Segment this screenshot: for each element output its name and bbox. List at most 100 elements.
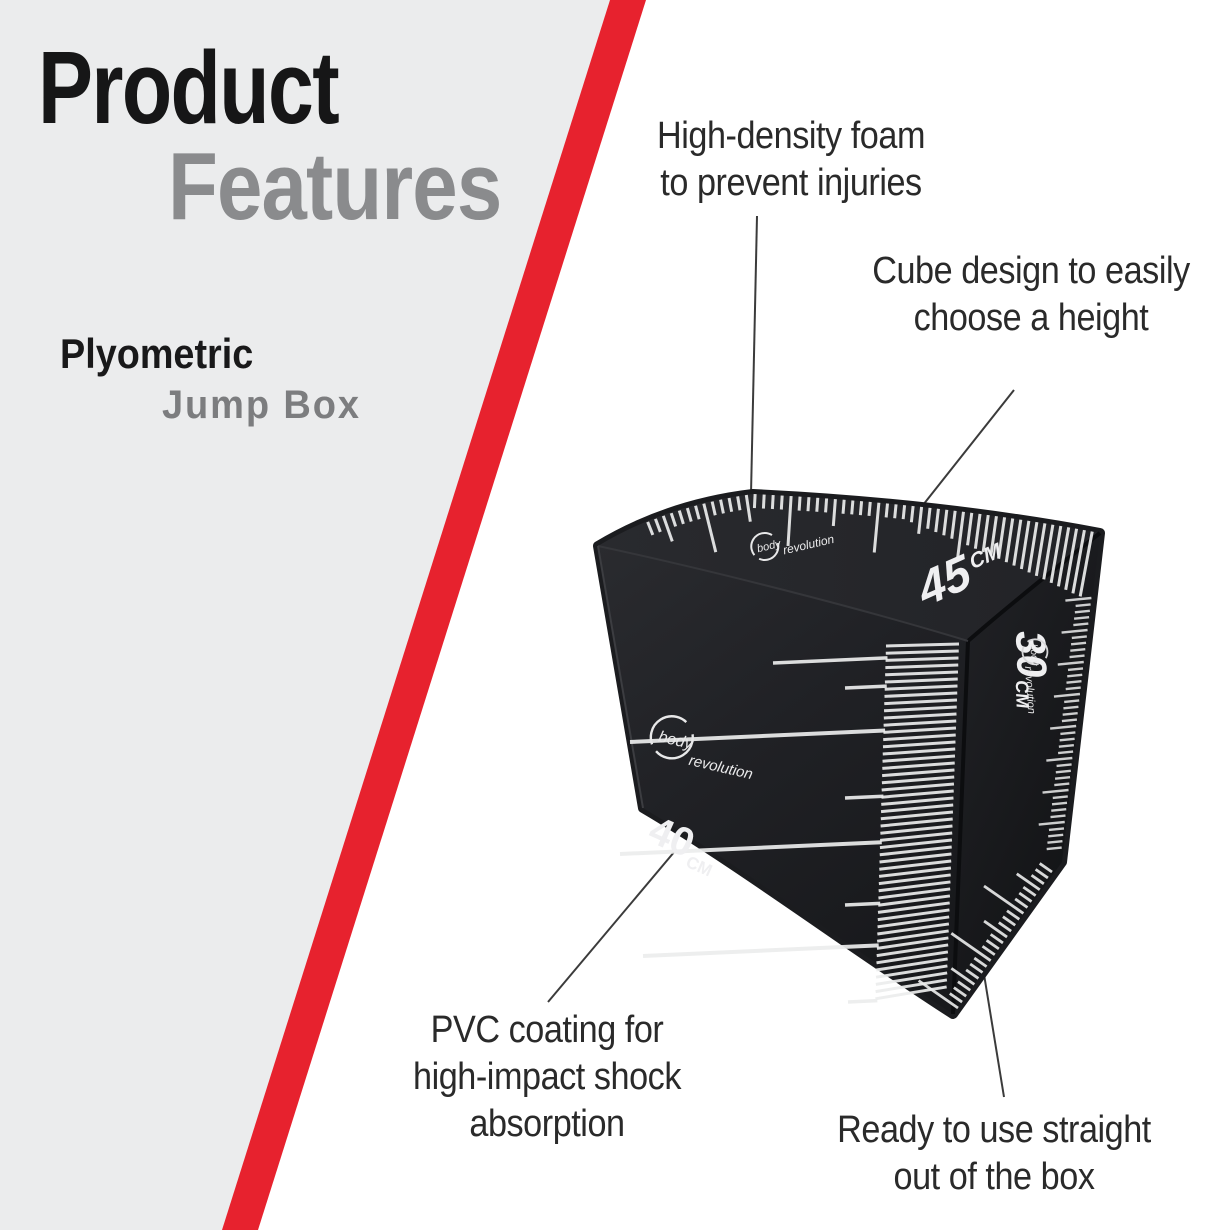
ruler-tick	[815, 497, 820, 512]
ruler-tick	[875, 964, 948, 979]
ruler-tick	[879, 845, 952, 857]
ruler-tick	[883, 712, 957, 720]
ruler-tick	[880, 810, 954, 821]
ruler-tick	[876, 936, 949, 950]
ruler-tick	[752, 494, 757, 509]
label-30-unit: CM	[1012, 679, 1033, 709]
ruler-tick	[1067, 667, 1084, 672]
box-front-face	[598, 546, 968, 1014]
ruler-tick	[1073, 616, 1090, 620]
brand-circle-icon	[750, 531, 780, 561]
ruler-tick	[880, 831, 953, 842]
ruler-tick	[983, 919, 1008, 939]
ruler-tick	[831, 498, 837, 527]
callout-pvc-line3: absorption	[469, 1103, 625, 1145]
ruler-tick	[934, 508, 940, 533]
ruler-tick	[1071, 635, 1087, 640]
ruler-tick	[965, 968, 980, 980]
ruler-tick	[1070, 648, 1086, 652]
ruler-tick	[727, 497, 734, 513]
ruler-tick	[1038, 820, 1065, 826]
callout-cube: Cube design to easily choose a height	[797, 248, 1214, 342]
ruler-tick	[744, 494, 752, 522]
ruler-tick	[1012, 519, 1023, 566]
page-title-word2: Features	[168, 133, 502, 240]
ruler-tick	[1057, 660, 1084, 666]
box-top-front-fold	[597, 545, 969, 642]
right-edge-ruler	[1038, 596, 1092, 851]
ruler-tick	[1071, 529, 1086, 594]
ruler-tick	[1056, 527, 1071, 587]
ruler-tick	[847, 998, 878, 1004]
ruler-tick	[867, 501, 872, 517]
brand-word-body: body	[1027, 644, 1040, 667]
ruler-tick	[858, 501, 864, 516]
ruler-tick	[786, 495, 793, 547]
ruler-tick	[1051, 801, 1068, 806]
ruler-tick	[955, 511, 965, 562]
callout-pvc-line1: PVC coating for	[430, 1009, 664, 1051]
ruler-tick	[1034, 523, 1047, 577]
red-diagonal-stripe	[222, 0, 646, 1230]
ruler-tick	[1064, 699, 1080, 704]
ruler-tick	[719, 499, 725, 514]
ruler-tick	[1056, 763, 1072, 768]
ruler-tick	[1046, 846, 1062, 851]
ruler-tick	[957, 980, 972, 992]
ruler-tick	[950, 967, 976, 986]
ruler-tick	[1047, 840, 1063, 844]
ruler-tick	[989, 515, 998, 556]
ruler-tick	[997, 517, 1007, 559]
ruler-tick	[953, 986, 967, 998]
ruler-tick	[880, 824, 953, 835]
ruler-tick	[879, 838, 953, 850]
ruler-tick	[872, 502, 881, 553]
ruler-tick	[844, 794, 884, 800]
ruler-tick	[1065, 596, 1092, 602]
ruler-tick	[1061, 628, 1088, 634]
ruler-tick	[1048, 827, 1065, 832]
ruler-tick	[1019, 520, 1031, 570]
ruler-tick	[844, 901, 881, 907]
ruler-tick	[779, 495, 784, 510]
ruler-tick	[797, 496, 802, 511]
ruler-tick	[881, 768, 955, 778]
ruler-tick	[1006, 909, 1021, 921]
ruler-tick	[885, 649, 959, 655]
ruler-tick	[629, 728, 886, 744]
plyo-box-illustration: 45 CM 40 CM 30 CM body revolution	[593, 489, 1105, 1019]
ruler-tick	[884, 691, 958, 698]
ruler-tick	[1049, 525, 1063, 584]
page-title-word1: Product	[38, 30, 340, 145]
ruler-tick	[981, 945, 996, 956]
ruler-tick	[669, 512, 678, 527]
ruler-tick	[654, 518, 662, 533]
ruler-tick	[702, 503, 718, 553]
ruler-tick	[850, 500, 855, 515]
ruler-tick	[917, 979, 959, 1010]
ruler-tick	[901, 505, 907, 520]
ruler-tick	[619, 840, 882, 856]
ruler-tick	[806, 497, 811, 512]
box-left-edge-highlight	[597, 545, 644, 809]
ruler-tick	[950, 932, 992, 962]
ruler-tick	[1053, 692, 1081, 698]
ruler-tick	[1073, 622, 1089, 627]
brand-logo-side: body revolution	[1021, 638, 1049, 714]
ruler-tick	[884, 684, 958, 691]
callout-cube-line1: Cube design to easily	[872, 250, 1190, 292]
ruler-tick	[1046, 756, 1073, 762]
ruler-tick	[878, 887, 951, 900]
ruler-tick	[1038, 862, 1053, 874]
callout-ready-line2: out of the box	[893, 1156, 1095, 1198]
ruler-tick	[942, 509, 949, 536]
ruler-tick	[1042, 788, 1069, 794]
ruler-tick	[876, 950, 949, 965]
ruler-tick	[1067, 673, 1083, 678]
ruler-tick	[885, 670, 959, 677]
ruler-tick	[772, 656, 888, 665]
ruler-tick	[1030, 874, 1045, 885]
ruler-tick	[875, 985, 947, 1001]
